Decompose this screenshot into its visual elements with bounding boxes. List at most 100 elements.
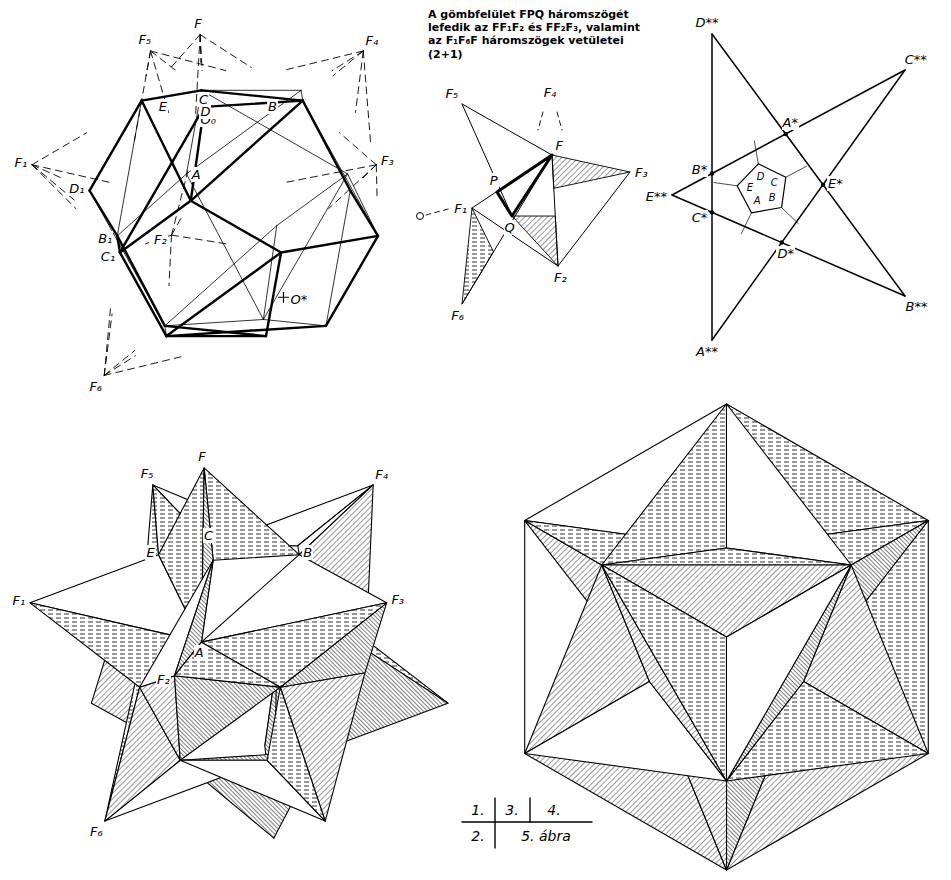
projection-line <box>333 51 363 76</box>
spherical-triangle <box>497 155 552 216</box>
point-label: F₅ <box>140 466 155 481</box>
point-label: F₆ <box>89 824 104 839</box>
projection-line <box>104 314 112 375</box>
dodecahedron-edge <box>303 101 351 191</box>
point-label: F₄ <box>374 467 389 482</box>
triangle-edge <box>462 104 512 216</box>
point-label: D** <box>694 15 719 30</box>
point-label: B* <box>691 162 708 177</box>
dimple-face <box>602 404 727 565</box>
grid-line <box>529 798 530 822</box>
projection-line <box>172 235 227 244</box>
hidden-edge <box>90 191 165 326</box>
hidden-edge <box>263 174 347 320</box>
point-label: C₁ <box>100 249 116 264</box>
spherical-triangle-figure <box>417 104 631 304</box>
dodecahedron-edge <box>202 90 303 100</box>
point-label: F₆ <box>88 379 103 394</box>
point-label: E <box>747 183 753 193</box>
dodecahedron-edge <box>90 191 118 236</box>
point-label: F <box>193 16 202 31</box>
inner-pentagon <box>737 164 786 213</box>
point-label: B** <box>905 299 929 314</box>
point-label: A** <box>695 344 719 359</box>
stellation-star-figure <box>672 34 905 340</box>
point-label: F₃ <box>390 592 405 607</box>
projection-line <box>200 35 202 71</box>
dodecahedron-edge <box>166 252 281 336</box>
point-label: F₃ <box>634 165 649 180</box>
projection-line <box>538 112 543 130</box>
projection-line <box>32 133 87 165</box>
point-label: F₂ <box>153 232 168 247</box>
vertex-dot <box>710 171 714 175</box>
triangle-edge <box>462 155 552 304</box>
projection-line <box>329 165 377 209</box>
point-label: F₄ <box>543 85 558 100</box>
figure-number: 4. <box>546 802 561 818</box>
figure-number: 5. ábra <box>520 828 572 844</box>
point-label: F₅ <box>444 86 459 101</box>
construction-line <box>782 207 799 223</box>
point-label: F <box>197 449 206 464</box>
hatched-triangle <box>512 216 558 266</box>
vertex-dot <box>821 182 825 186</box>
projection-line <box>104 356 185 376</box>
point-label: O* <box>289 292 308 307</box>
center-point <box>417 213 424 220</box>
point-label: A <box>191 167 202 182</box>
dodecahedron-edge <box>120 107 204 253</box>
figure-number-grid <box>462 798 592 848</box>
point-label: D <box>757 172 765 182</box>
point-label: B <box>769 193 776 203</box>
point-label: F₅ <box>138 32 153 47</box>
projection-line <box>376 165 378 201</box>
point-label: F₁ <box>13 155 28 170</box>
construction-line <box>714 183 737 186</box>
dodecahedron-edge <box>117 236 120 253</box>
point-label: E <box>145 545 155 560</box>
hidden-edge <box>165 319 264 325</box>
spike-face <box>175 676 281 761</box>
projection-line <box>332 51 363 71</box>
point-label: F₃ <box>380 153 395 168</box>
point-label: Q <box>504 220 516 235</box>
dodecahedron-edge <box>120 252 167 336</box>
dimple-face <box>602 548 851 565</box>
point-label: F₄ <box>364 33 379 48</box>
dimple-face <box>727 404 852 565</box>
dodecahedron-edge <box>90 101 142 191</box>
projection-line <box>284 165 377 183</box>
projection-line <box>339 133 376 165</box>
dodecahedron-edge <box>166 335 266 337</box>
projection-line <box>426 208 452 215</box>
grid-line <box>462 821 592 822</box>
point-label: F <box>554 138 563 153</box>
point-label: E** <box>645 189 668 204</box>
point-label: F₁ <box>453 201 468 216</box>
projection-line <box>134 51 151 143</box>
star-line <box>672 195 905 296</box>
point-label: F₂ <box>156 672 171 687</box>
spike-face <box>267 687 325 821</box>
vertex-dot <box>783 132 787 136</box>
note-text: A gömbfelület FPQ háromszögét lefedik az… <box>428 8 643 61</box>
projection-line <box>363 51 370 143</box>
projection-line <box>104 306 111 376</box>
dimple-face <box>602 565 727 781</box>
great-dodecahedron-figure <box>525 404 929 870</box>
point-label: C* <box>691 210 709 225</box>
projection-line <box>151 51 226 71</box>
point-label: P <box>489 173 499 188</box>
grid-line <box>494 798 495 848</box>
hatched-triangle <box>462 208 494 304</box>
dodecahedron-edge <box>204 101 303 107</box>
hidden-edge <box>303 101 378 236</box>
point-label: C <box>203 528 214 543</box>
star-line <box>711 34 713 340</box>
dodecahedron-edge <box>142 90 202 100</box>
star-line <box>672 70 905 195</box>
spike-face <box>140 676 181 761</box>
point-label: C <box>771 178 778 188</box>
